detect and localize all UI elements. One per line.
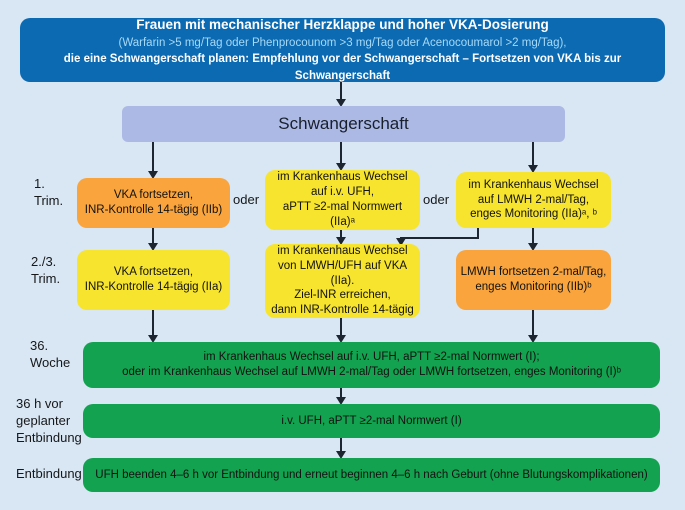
row-label-trim23-line2: Trim. bbox=[31, 270, 61, 286]
arrowhead-36h-to-delivery bbox=[336, 451, 346, 459]
arrow-pregnancy-to-trim1-right bbox=[532, 142, 534, 165]
box-trim23-vka-switch-line1: im Krankenhaus Wechsel bbox=[277, 244, 408, 257]
box-trim23-lmwh-continue-line2: enges Monitoring (IIb)ᵇ bbox=[475, 281, 592, 293]
box-trim1-lmwh-switch-line2: auf LMWH 2-mal/Tag, bbox=[477, 193, 590, 206]
box-trim1-lmwh-switch-line1: im Krankenhaus Wechsel bbox=[468, 178, 599, 191]
header-recommendation-line: die eine Schwangerschaft planen: Empfehl… bbox=[63, 53, 622, 83]
arrow-trim1-to-trim23-right bbox=[532, 228, 534, 243]
arrow-trim23-to-week36-mid bbox=[340, 318, 342, 335]
row-label-week36-line2: Woche bbox=[30, 354, 71, 370]
arrowhead-pregnancy-to-trim1-mid bbox=[336, 163, 346, 171]
box-week36-line2: oder im Krankenhaus Wechsel auf LMWH 2-m… bbox=[122, 366, 621, 378]
arrowhead-elbow-to-trim23-mid bbox=[396, 238, 406, 246]
box-trim1-lmwh-switch: im Krankenhaus Wechsel auf LMWH 2-mal/Ta… bbox=[456, 172, 611, 228]
arrow-trim23-to-week36-left bbox=[152, 310, 154, 335]
box-trim23-vka-switch-line3: Ziel-INR erreichen, bbox=[294, 289, 391, 302]
box-delivery: UFH beenden 4–6 h vor Entbindung und ern… bbox=[83, 458, 660, 492]
box-trim23-vka-switch-line2: von LMWH/UFH auf VKA (IIa). bbox=[277, 259, 408, 287]
row-label-36h-line3: Entbindung bbox=[16, 429, 82, 445]
row-label-36h: 36 h vor geplanter Entbindung bbox=[16, 396, 82, 447]
row-label-36h-line2: geplanter bbox=[16, 412, 71, 428]
box-trim1-ufh-switch-line1: im Krankenhaus Wechsel bbox=[277, 171, 408, 184]
box-trim1-lmwh-switch-line3: enges Monitoring (IIa)ᵃ, ᵇ bbox=[470, 208, 597, 221]
arrowhead-trim23-to-week36-right bbox=[528, 335, 538, 343]
row-label-36h-line1: 36 h vor bbox=[16, 396, 63, 411]
arrow-elbow-vertical bbox=[477, 228, 479, 239]
box-trim23-vka-continue: VKA fortsetzen, INR-Kontrolle 14-tägig (… bbox=[77, 250, 230, 310]
box-36h-before-delivery: i.v. UFH, aPTT ≥2-mal Normwert (I) bbox=[83, 404, 660, 438]
pregnancy-box: Schwangerschaft bbox=[122, 106, 565, 142]
box-week36-line1: im Krankenhaus Wechsel auf i.v. UFH, aPT… bbox=[203, 351, 540, 364]
box-trim1-vka-continue: VKA fortsetzen, INR-Kontrolle 14-tägig (… bbox=[77, 178, 230, 228]
box-36h-before-delivery-line1: i.v. UFH, aPTT ≥2-mal Normwert (I) bbox=[281, 414, 462, 427]
box-delivery-line1: UFH beenden 4–6 h vor Entbindung und ern… bbox=[95, 468, 648, 481]
arrowhead-header-to-pregnancy bbox=[336, 99, 346, 107]
arrow-trim1-to-trim23-mid bbox=[340, 230, 342, 237]
arrowhead-trim1-to-trim23-mid bbox=[336, 237, 346, 245]
arrowhead-pregnancy-to-trim1-left bbox=[148, 171, 158, 179]
box-trim23-lmwh-continue-line1: LMWH fortsetzen 2-mal/Tag, bbox=[460, 266, 607, 279]
arrow-week36-to-36h bbox=[340, 388, 342, 397]
row-label-week36: 36. Woche bbox=[30, 338, 70, 372]
arrow-36h-to-delivery bbox=[340, 438, 342, 451]
header-box: Frauen mit mechanischer Herzklappe und h… bbox=[20, 17, 665, 83]
row-label-trim1: 1. Trim. bbox=[34, 176, 63, 210]
arrow-header-to-pregnancy bbox=[340, 82, 342, 99]
row-label-trim23-line1: 2./3. bbox=[31, 254, 57, 269]
oder-connector-1: oder bbox=[233, 192, 260, 207]
arrow-trim1-to-trim23-left bbox=[152, 228, 154, 243]
box-trim23-vka-continue-line2: INR-Kontrolle 14-tägig (IIa) bbox=[84, 281, 223, 293]
row-label-trim23: 2./3. Trim. bbox=[31, 254, 60, 288]
row-label-delivery-line1: Entbindung bbox=[16, 466, 82, 481]
oder-connector-2: oder bbox=[423, 192, 450, 207]
header-dosage-line: (Warfarin >5 mg/Tag oder Phenprocounom >… bbox=[118, 36, 567, 49]
box-trim23-lmwh-continue: LMWH fortsetzen 2-mal/Tag, enges Monitor… bbox=[456, 250, 611, 310]
box-trim1-vka-continue-line1: VKA fortsetzen, bbox=[113, 189, 194, 202]
box-trim1-vka-continue-line2: INR-Kontrolle 14-tägig (IIb) bbox=[84, 204, 223, 216]
box-trim23-vka-switch: im Krankenhaus Wechsel von LMWH/UFH auf … bbox=[265, 244, 420, 318]
arrowhead-pregnancy-to-trim1-right bbox=[528, 165, 538, 173]
arrowhead-trim23-to-week36-mid bbox=[336, 335, 346, 343]
box-trim23-vka-continue-line1: VKA fortsetzen, bbox=[113, 266, 194, 279]
arrow-trim23-to-week36-right bbox=[532, 310, 534, 335]
arrowhead-trim1-to-trim23-right bbox=[528, 243, 538, 251]
box-trim23-vka-switch-line4: dann INR-Kontrolle 14-tägig bbox=[271, 304, 414, 317]
row-label-trim1-line2: Trim. bbox=[34, 192, 64, 208]
arrowhead-week36-to-36h bbox=[336, 397, 346, 405]
arrow-elbow-horizontal bbox=[400, 237, 479, 239]
row-label-delivery: Entbindung bbox=[16, 466, 82, 483]
box-trim1-ufh-switch: im Krankenhaus Wechsel auf i.v. UFH, aPT… bbox=[265, 170, 420, 230]
arrowhead-trim23-to-week36-left bbox=[148, 335, 158, 343]
box-trim1-ufh-switch-line2: auf i.v. UFH, bbox=[310, 186, 375, 199]
arrowhead-trim1-to-trim23-left bbox=[148, 243, 158, 251]
row-label-week36-line1: 36. bbox=[30, 338, 49, 353]
arrow-pregnancy-to-trim1-left bbox=[152, 142, 154, 171]
box-trim1-ufh-switch-line3: aPTT ≥2-mal Normwert (IIa)ᵃ bbox=[282, 201, 403, 228]
header-title: Frauen mit mechanischer Herzklappe und h… bbox=[136, 17, 549, 33]
box-week36: im Krankenhaus Wechsel auf i.v. UFH, aPT… bbox=[83, 342, 660, 388]
row-label-trim1-line1: 1. bbox=[34, 176, 45, 191]
arrow-pregnancy-to-trim1-mid bbox=[340, 142, 342, 163]
